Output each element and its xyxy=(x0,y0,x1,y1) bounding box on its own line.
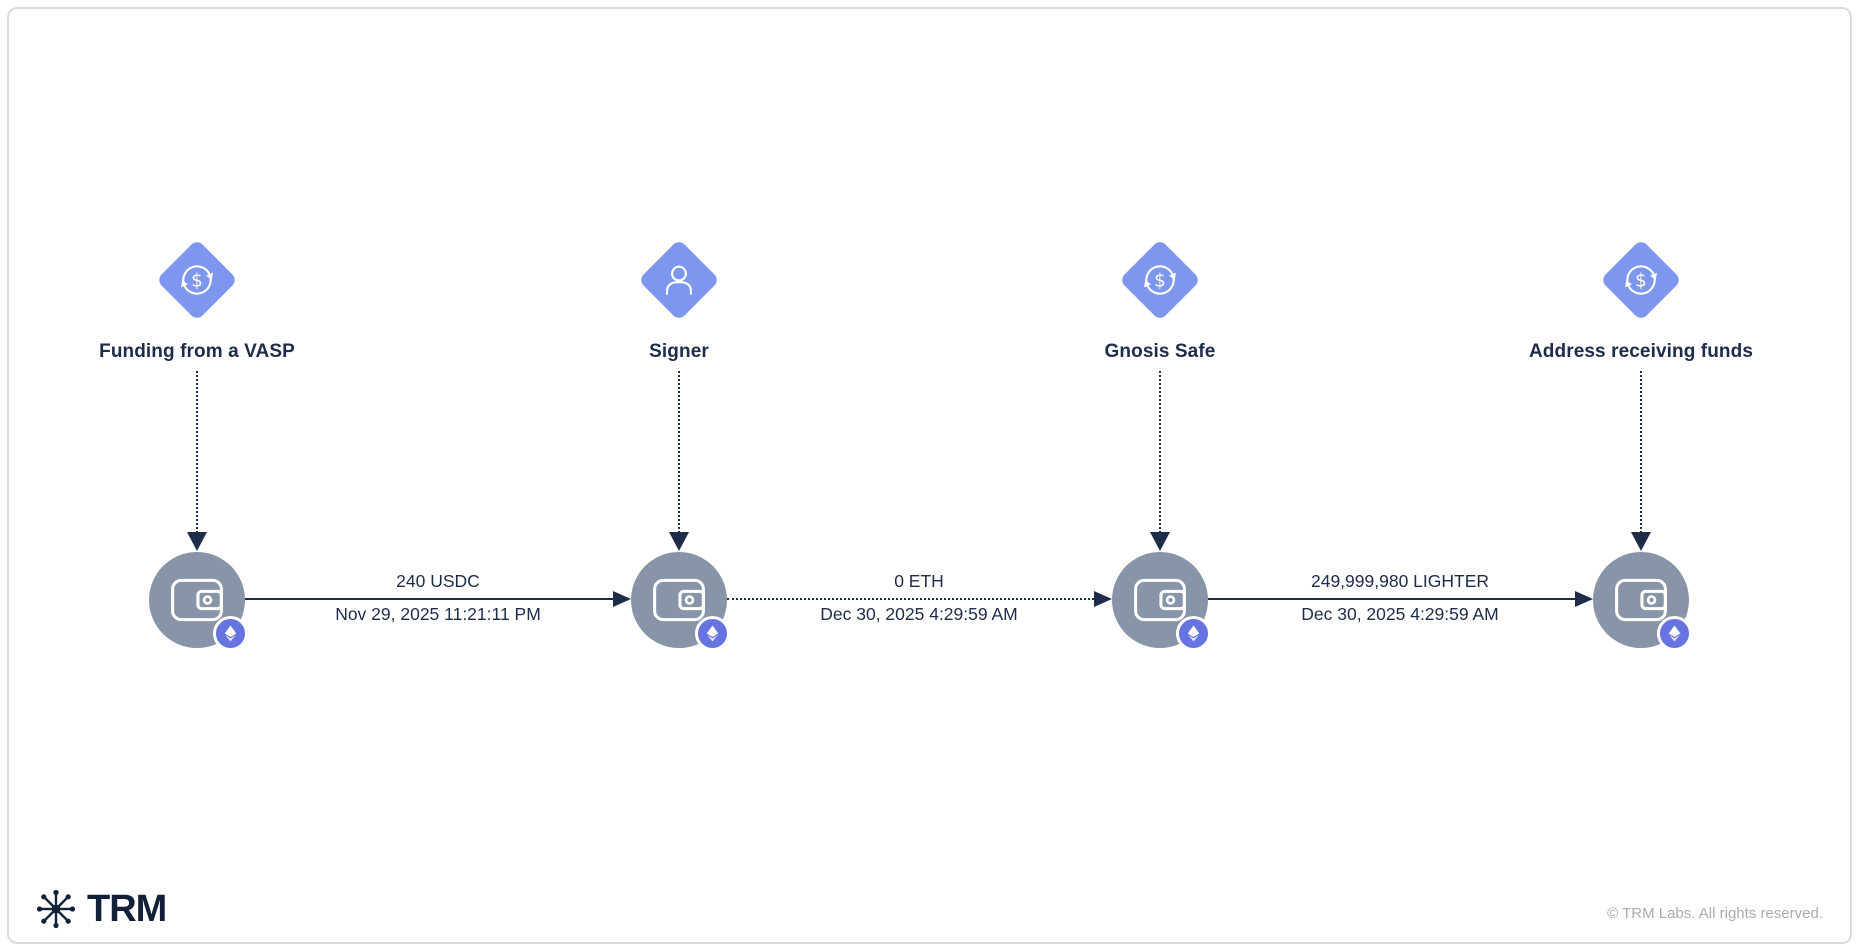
ethereum-icon xyxy=(1187,625,1200,642)
arrowhead-right-icon xyxy=(1575,591,1593,607)
arrowhead-down-icon xyxy=(1150,532,1170,551)
node-label: Signer xyxy=(649,341,709,362)
node-label: Address receiving funds xyxy=(1528,341,1754,362)
connector-dotted-line xyxy=(196,371,198,533)
edge-amount[interactable]: 240 USDC xyxy=(396,571,480,591)
edge-timestamp: Dec 30, 2025 4:29:59 AM xyxy=(1301,604,1499,624)
connector-dotted-line xyxy=(678,371,680,533)
person-icon xyxy=(665,265,693,295)
svg-text:$: $ xyxy=(191,270,203,291)
entity-node-funding-from-a-vasp[interactable]: $ xyxy=(155,238,239,322)
node-label: Funding from a VASP xyxy=(99,341,295,362)
trm-logo: TRM xyxy=(34,887,167,931)
entity-node-gnosis-safe[interactable]: $ xyxy=(1118,238,1202,322)
ethereum-icon xyxy=(706,625,719,642)
wallet-icon xyxy=(1134,578,1186,622)
edge-timestamp: Nov 29, 2025 11:21:11 PM xyxy=(335,604,541,624)
chain-badge xyxy=(1176,616,1211,651)
chain-badge xyxy=(695,616,730,651)
currency-exchange-icon: $ xyxy=(1143,265,1177,295)
svg-text:$: $ xyxy=(1635,270,1647,291)
edge-amount[interactable]: 249,999,980 LIGHTER xyxy=(1310,571,1490,591)
wallet-icon xyxy=(1615,578,1667,622)
wallet-node-funding-from-a-vasp[interactable] xyxy=(149,552,248,651)
entity-node-address-receiving-funds[interactable]: $ xyxy=(1599,238,1683,322)
arrowhead-down-icon xyxy=(1631,532,1651,551)
transfer-edge[interactable] xyxy=(727,598,1094,600)
arrowhead-right-icon xyxy=(1094,591,1112,607)
wallet-node-signer[interactable] xyxy=(631,552,730,651)
chain-badge xyxy=(213,616,248,651)
currency-exchange-icon: $ xyxy=(180,265,214,295)
wallet-node-gnosis-safe[interactable] xyxy=(1112,552,1211,651)
trm-starburst-icon xyxy=(36,889,76,929)
trm-logo-text: TRM xyxy=(87,888,167,930)
wallet-icon xyxy=(653,578,705,622)
arrowhead-right-icon xyxy=(613,591,631,607)
connector-dotted-line xyxy=(1640,371,1642,533)
chain-badge xyxy=(1657,616,1692,651)
arrowhead-down-icon xyxy=(187,532,207,551)
currency-exchange-icon: $ xyxy=(1624,265,1658,295)
svg-text:$: $ xyxy=(1154,270,1166,291)
transfer-edge[interactable] xyxy=(1208,598,1575,600)
edge-amount[interactable]: 0 ETH xyxy=(894,571,944,591)
transfer-edge[interactable] xyxy=(245,598,613,600)
canvas-frame xyxy=(7,7,1852,944)
arrowhead-down-icon xyxy=(669,532,689,551)
node-label: Gnosis Safe xyxy=(1104,341,1216,362)
connector-dotted-line xyxy=(1159,371,1161,533)
ethereum-icon xyxy=(1668,625,1681,642)
copyright-text: © TRM Labs. All rights reserved. xyxy=(1607,905,1823,922)
wallet-icon xyxy=(171,578,223,622)
entity-node-signer[interactable] xyxy=(637,238,721,322)
wallet-node-address-receiving-funds[interactable] xyxy=(1593,552,1692,651)
edge-timestamp: Dec 30, 2025 4:29:59 AM xyxy=(820,604,1018,624)
ethereum-icon xyxy=(224,625,237,642)
